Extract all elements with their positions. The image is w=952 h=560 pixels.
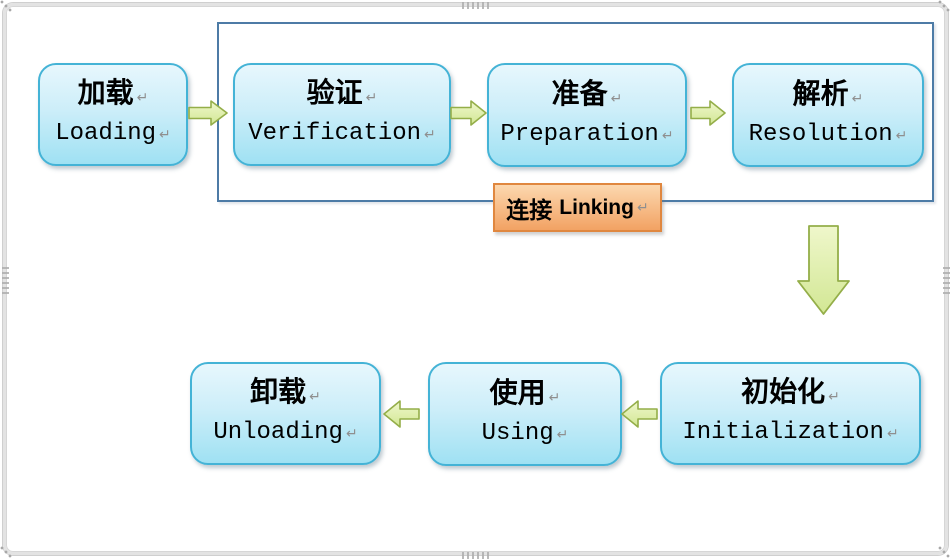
stage-label-en: Initialization↵	[682, 419, 899, 446]
drag-handle-bottom-left[interactable]	[0, 546, 13, 559]
drag-handle-top-left[interactable]	[0, 0, 13, 13]
stage-box-loading[interactable]: 加载↵ Loading↵	[38, 63, 188, 166]
stage-box-using[interactable]: 使用↵ Using↵	[428, 362, 622, 466]
return-mark: ↵	[610, 90, 623, 107]
arrow-preparation-to-resolution[interactable]	[690, 100, 726, 126]
linking-label[interactable]: 连接 Linking ↵	[493, 183, 662, 232]
arrow-initialization-to-using[interactable]	[621, 400, 658, 428]
return-mark: ↵	[636, 199, 649, 216]
stage-box-verification[interactable]: 验证↵ Verification↵	[233, 63, 451, 166]
stage-label-zh: 验证↵	[306, 78, 378, 109]
return-mark: ↵	[886, 426, 899, 442]
stage-label-en: Verification↵	[248, 120, 436, 147]
drag-handle-left[interactable]	[2, 267, 9, 295]
stage-box-initialization[interactable]: 初始化↵ Initialization↵	[660, 362, 921, 465]
stage-label-en: Loading↵	[55, 120, 171, 147]
stage-box-unloading[interactable]: 卸载↵ Unloading↵	[190, 362, 381, 465]
drag-handle-top-right[interactable]	[938, 0, 951, 13]
stage-label-zh: 加载↵	[77, 78, 149, 109]
stage-label-en: Unloading↵	[213, 419, 358, 446]
return-mark: ↵	[828, 389, 840, 405]
stage-label-en: Using↵	[481, 419, 569, 447]
linking-label-en: Linking	[559, 195, 634, 219]
stage-box-preparation[interactable]: 准备↵ Preparation↵	[487, 63, 687, 167]
arrow-using-to-unloading[interactable]	[383, 400, 420, 428]
return-mark: ↵	[159, 127, 171, 143]
return-mark: ↵	[136, 90, 149, 106]
stage-box-resolution[interactable]: 解析↵ Resolution↵	[732, 63, 924, 167]
stage-label-zh: 使用↵	[489, 377, 561, 409]
stage-label-zh: 准备↵	[551, 78, 623, 110]
return-mark: ↵	[895, 127, 908, 144]
return-mark: ↵	[365, 90, 378, 106]
arrow-verification-to-preparation[interactable]	[450, 100, 487, 126]
stage-label-zh: 初始化↵	[741, 377, 840, 408]
drag-handle-right[interactable]	[943, 267, 950, 295]
stage-label-zh: 卸载↵	[250, 377, 321, 408]
stage-label-en: Preparation↵	[500, 120, 674, 148]
return-mark: ↵	[851, 90, 864, 107]
stage-label-en: Resolution↵	[748, 120, 908, 148]
return-mark: ↵	[345, 426, 358, 442]
drag-handle-top[interactable]	[462, 2, 490, 9]
return-mark: ↵	[661, 127, 674, 144]
stage-label-zh: 解析↵	[792, 78, 864, 110]
drag-handle-bottom[interactable]	[462, 552, 490, 559]
linking-label-zh: 连接	[506, 197, 553, 223]
return-mark: ↵	[309, 389, 321, 405]
return-mark: ↵	[548, 389, 561, 406]
drag-handle-bottom-right[interactable]	[938, 546, 951, 559]
return-mark: ↵	[556, 426, 569, 443]
arrow-resolution-to-initialization[interactable]	[797, 225, 850, 315]
arrow-loading-to-verification[interactable]	[188, 100, 228, 126]
return-mark: ↵	[424, 127, 436, 143]
